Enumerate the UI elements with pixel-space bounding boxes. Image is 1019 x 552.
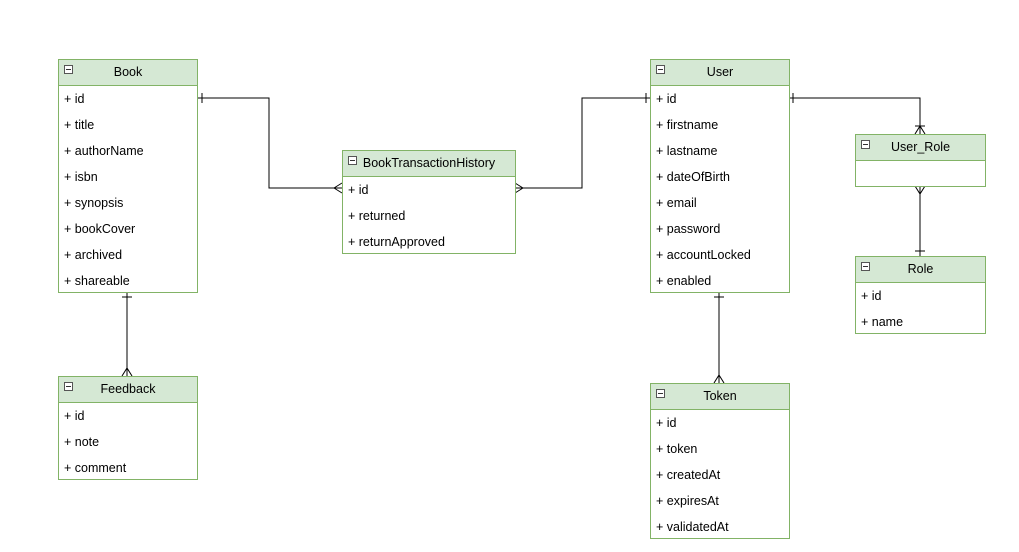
collapse-icon[interactable] (861, 262, 870, 271)
attribute-date-of-birth: + dateOfBirth (656, 170, 730, 184)
rel-user-transaction-many-mark (514, 182, 524, 189)
entity-header-book-transaction-history[interactable]: BookTransactionHistory (343, 151, 515, 177)
rel-book-feedback-many-mark (121, 367, 128, 377)
attribute-author-name: + authorName (64, 144, 144, 158)
attribute-firstname: + firstname (656, 118, 719, 132)
attribute-enabled: + enabled (656, 274, 712, 288)
rel-userrole-role-many-mark (914, 185, 921, 195)
attribute-id: + id (64, 92, 85, 106)
attribute-password: + password (656, 222, 721, 236)
attribute-book-cover: + bookCover (64, 222, 136, 236)
collapse-icon[interactable] (64, 382, 73, 391)
collapse-icon[interactable] (861, 140, 870, 149)
attribute-lastname: + lastname (656, 144, 718, 158)
attribute-note: + note (64, 435, 100, 449)
entity-header-role[interactable]: Role (856, 257, 985, 283)
entity-token[interactable]: Token + id + token + createdAt + expires… (650, 383, 790, 539)
entity-header-user[interactable]: User (651, 60, 789, 86)
entity-title: Book (113, 65, 143, 79)
collapse-icon[interactable] (348, 156, 357, 165)
rel-user-transaction (515, 97, 650, 189)
attribute-shareable: + shareable (64, 274, 130, 288)
attribute-account-locked: + accountLocked (656, 248, 751, 262)
attribute-token: + token (656, 442, 698, 456)
attribute-id: + id (656, 92, 677, 106)
attribute-isbn: + isbn (64, 170, 98, 184)
attribute-archived: + archived (64, 248, 123, 262)
entity-role[interactable]: Role + id + name (855, 256, 986, 334)
entity-title: Feedback (100, 382, 156, 396)
attribute-id: + id (348, 183, 369, 197)
rel-book-transaction (198, 97, 342, 189)
entity-title: User_Role (890, 140, 951, 154)
collapse-icon[interactable] (64, 65, 73, 74)
entity-title: BookTransactionHistory (362, 156, 496, 170)
attribute-id: + id (656, 416, 677, 430)
attribute-return-approved: + returnApproved (348, 235, 445, 249)
entity-user[interactable]: User + id + firstname + lastname + dateO… (650, 59, 790, 293)
entity-title: Token (703, 389, 737, 403)
attribute-comment: + comment (64, 461, 127, 475)
entity-header-book[interactable]: Book (59, 60, 197, 86)
attribute-returned: + returned (348, 209, 406, 223)
rel-user-userrole-many-mark (914, 125, 921, 135)
entity-header-user-role[interactable]: User_Role (856, 135, 985, 161)
attribute-name: + name (861, 315, 904, 329)
attribute-created-at: + createdAt (656, 468, 721, 482)
attribute-synopsis: + synopsis (64, 196, 124, 210)
entity-feedback[interactable]: Feedback + id + note + comment (58, 376, 198, 480)
attribute-title: + title (64, 118, 95, 132)
rel-user-userrole (789, 97, 921, 134)
entity-book-transaction-history[interactable]: BookTransactionHistory + id + returned +… (342, 150, 516, 254)
rel-user-token-many-mark (713, 374, 720, 384)
entity-title: User (706, 65, 734, 79)
attribute-expires-at: + expiresAt (656, 494, 719, 508)
entity-header-feedback[interactable]: Feedback (59, 377, 197, 403)
attribute-id: + id (64, 409, 85, 423)
collapse-icon[interactable] (656, 389, 665, 398)
attribute-email: + email (656, 196, 697, 210)
rel-book-transaction-many-mark (333, 182, 343, 189)
collapse-icon[interactable] (656, 65, 665, 74)
entity-header-token[interactable]: Token (651, 384, 789, 410)
entity-body-empty (856, 161, 985, 187)
entity-user-role[interactable]: User_Role (855, 134, 986, 187)
attribute-id: + id (861, 289, 882, 303)
entity-book[interactable]: Book + id + title + authorName + isbn + … (58, 59, 198, 293)
entity-title: Role (907, 262, 934, 276)
attribute-validated-at: + validatedAt (656, 520, 729, 534)
